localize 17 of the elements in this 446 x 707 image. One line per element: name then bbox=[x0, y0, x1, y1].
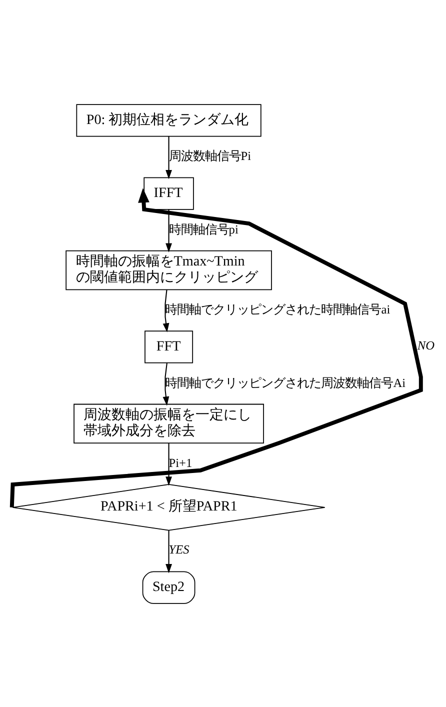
arrow bbox=[166, 209, 172, 252]
node-box: IFFT bbox=[144, 176, 194, 210]
arrow bbox=[166, 442, 172, 486]
node-box: FFT bbox=[144, 330, 194, 363]
edge-label: 時間軸信号pi bbox=[168, 222, 238, 236]
edge-label: YES bbox=[168, 542, 190, 556]
edge-label: NO bbox=[417, 338, 435, 352]
node-diamond: PAPRi+1 < 所望PAPR1 bbox=[12, 484, 326, 530]
node-box: P0: 初期位相をランダム化 bbox=[76, 104, 262, 136]
arrow bbox=[162, 289, 170, 332]
edge-label: 周波数軸信号Pi bbox=[168, 148, 252, 163]
node-box: 周波数軸の振幅を一定にし帯域外成分を除去 bbox=[74, 403, 264, 443]
arrow bbox=[166, 136, 172, 179]
node-box: Step2 bbox=[142, 570, 196, 604]
arrow bbox=[162, 362, 170, 406]
node-box: 時間軸の振幅をTmax~Tminの閾値範囲内にクリッピング bbox=[66, 250, 272, 290]
arrow bbox=[166, 530, 172, 573]
